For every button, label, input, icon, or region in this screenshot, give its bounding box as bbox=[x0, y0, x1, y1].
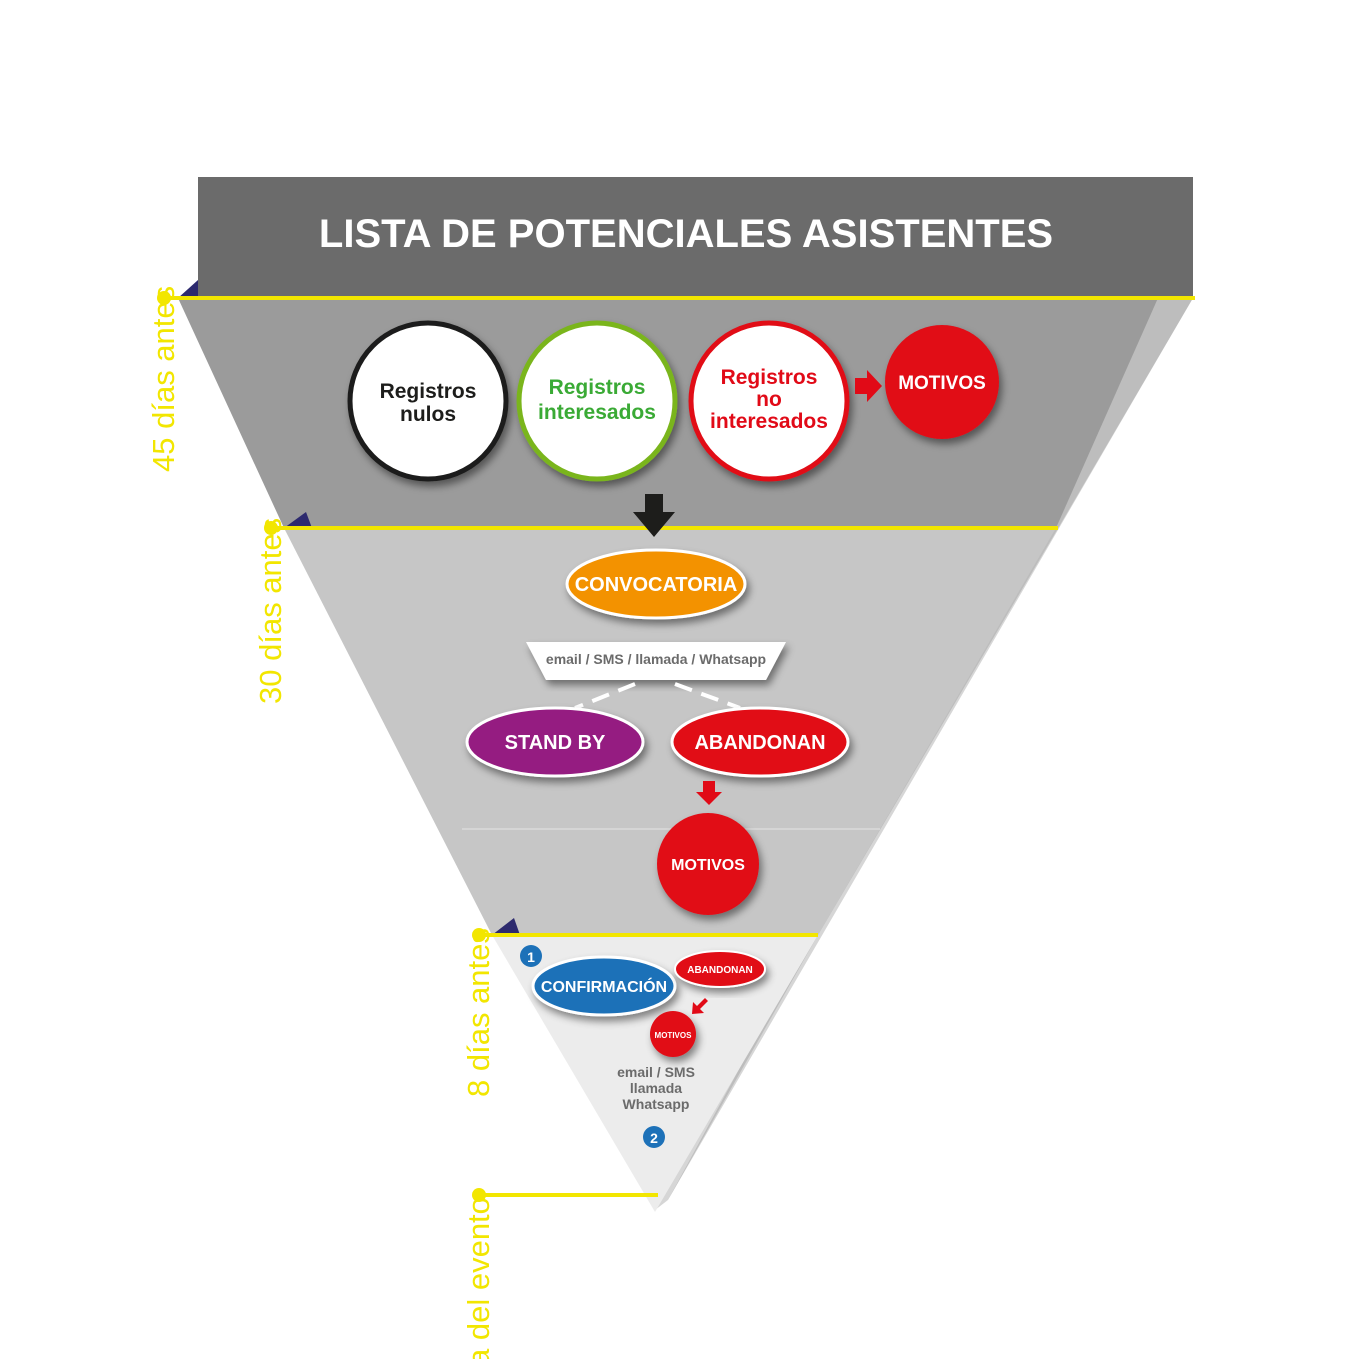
funnel-level-2 bbox=[284, 528, 1056, 935]
svg-text:CONFIRMACIÓN: CONFIRMACIÓN bbox=[541, 977, 667, 996]
svg-text:no: no bbox=[756, 388, 782, 411]
circle-registros-interesados: Registros interesados bbox=[516, 320, 678, 482]
title-band bbox=[198, 177, 1193, 298]
step-2-badge: 2 bbox=[643, 1126, 665, 1148]
svg-text:STAND BY: STAND BY bbox=[505, 732, 606, 754]
svg-text:Registros: Registros bbox=[721, 366, 818, 389]
svg-text:CONVOCATORIA: CONVOCATORIA bbox=[575, 574, 738, 596]
convocatoria-oval: CONVOCATORIA bbox=[565, 548, 747, 620]
timeline-dot-event bbox=[472, 1188, 486, 1202]
corner-marker-2 bbox=[284, 512, 312, 528]
dashed-connector-right bbox=[674, 682, 741, 710]
motivos-circle-2: MOTIVOS bbox=[657, 813, 759, 915]
step-1-badge: 1 bbox=[520, 945, 542, 967]
svg-text:interesados: interesados bbox=[710, 410, 828, 433]
label-45-dias: 45 días antes bbox=[146, 286, 181, 472]
svg-text:interesados: interesados bbox=[538, 401, 656, 424]
timeline-dot-8 bbox=[472, 928, 486, 942]
abandonan-oval: ABANDONAN bbox=[670, 706, 850, 778]
arrow-down-icon bbox=[633, 494, 675, 537]
motivos-circle-1: MOTIVOS bbox=[885, 325, 999, 439]
svg-text:2: 2 bbox=[650, 1130, 658, 1146]
arrow-right-icon bbox=[855, 370, 882, 402]
svg-text:ABANDONAN: ABANDONAN bbox=[687, 965, 753, 976]
channels-line-3: Whatsapp bbox=[623, 1096, 690, 1112]
stand-by-oval: STAND BY bbox=[465, 706, 645, 778]
svg-text:ABANDONAN: ABANDONAN bbox=[694, 732, 825, 754]
circle-registros-nulos: Registros nulos bbox=[347, 320, 509, 482]
circle-registros-no-interesados: Registros no interesados bbox=[688, 320, 850, 482]
motivos-circle-3: MOTIVOS bbox=[650, 1011, 696, 1057]
svg-text:MOTIVOS: MOTIVOS bbox=[898, 373, 986, 394]
title: LISTA DE POTENCIALES ASISTENTES bbox=[319, 212, 1053, 256]
svg-text:MOTIVOS: MOTIVOS bbox=[655, 1031, 693, 1040]
label-8-dias: 8 días antes bbox=[461, 928, 496, 1097]
label-dia-evento: Día del evento bbox=[461, 1197, 496, 1359]
arrow-down-red-icon bbox=[696, 781, 722, 805]
channels-banner: email / SMS / llamada / Whatsapp bbox=[526, 642, 786, 680]
timeline-dot-45 bbox=[157, 291, 171, 305]
confirmacion-oval: CONFIRMACIÓN bbox=[531, 955, 677, 1017]
label-30-dias: 30 días antes bbox=[253, 518, 288, 704]
corner-marker-3 bbox=[492, 918, 520, 935]
svg-text:email / SMS / llamada / Whatsa: email / SMS / llamada / Whatsapp bbox=[546, 651, 766, 667]
timeline-dot-30 bbox=[264, 521, 278, 535]
channels-line-1: email / SMS bbox=[617, 1064, 695, 1080]
svg-text:MOTIVOS: MOTIVOS bbox=[671, 857, 745, 874]
channels-line-2: llamada bbox=[630, 1080, 682, 1096]
abandonan-oval-small: ABANDONAN bbox=[674, 950, 766, 988]
dashed-connector-left bbox=[574, 682, 636, 710]
svg-text:Registros: Registros bbox=[549, 376, 646, 399]
arrow-diagonal-icon bbox=[692, 998, 708, 1014]
svg-text:1: 1 bbox=[527, 949, 535, 965]
corner-marker-1 bbox=[178, 280, 198, 298]
svg-text:nulos: nulos bbox=[400, 403, 456, 426]
svg-text:Registros: Registros bbox=[380, 380, 477, 403]
